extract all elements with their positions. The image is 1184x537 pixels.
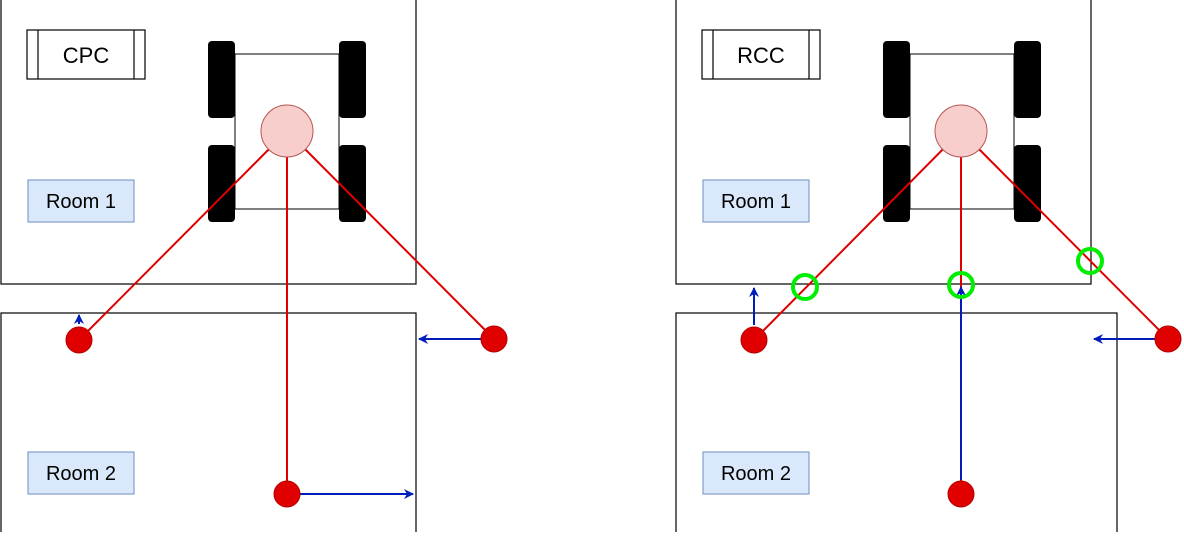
target-point-center <box>273 480 301 508</box>
method-badge-label: CPC <box>63 43 110 68</box>
robot-wheel-rear-right <box>1014 145 1041 222</box>
room-2-outline <box>0 312 417 537</box>
room-1-outline <box>675 0 1092 285</box>
intersection-marker-center <box>947 271 975 299</box>
room-1-label-text: Room 1 <box>721 191 791 213</box>
ray-left <box>78 130 288 341</box>
room-2-label: Room 2 <box>702 451 810 495</box>
room-1-label: Room 1 <box>702 179 810 223</box>
intersection-marker-right <box>1076 247 1104 275</box>
room-2-outline <box>675 312 1118 537</box>
robot-wheel-rear-left <box>208 145 235 222</box>
method-badge: RCC <box>701 29 821 80</box>
panel-cpc: CPC Room 1 Room 2 <box>0 0 508 537</box>
ray-left <box>753 130 962 341</box>
target-point-right <box>1154 325 1182 353</box>
ray-right <box>960 130 1169 340</box>
target-point-center <box>947 480 975 508</box>
robot-wheel-front-left <box>883 41 910 118</box>
robot-wheel-front-right <box>339 41 366 118</box>
room-2-label-text: Room 2 <box>46 463 116 485</box>
room-1-label-text: Room 1 <box>46 191 116 213</box>
room-2-label-text: Room 2 <box>721 463 791 485</box>
room-2-label: Room 2 <box>27 451 135 495</box>
robot-wheel-front-left <box>208 41 235 118</box>
method-badge: CPC <box>26 29 146 80</box>
robot-center <box>934 104 988 158</box>
target-point-right <box>480 325 508 353</box>
target-point-left <box>740 326 768 354</box>
target-point-left <box>65 326 93 354</box>
robot-wheel-front-right <box>1014 41 1041 118</box>
robot-wheel-rear-left <box>883 145 910 222</box>
room-1-outline <box>0 0 417 285</box>
room-1-label: Room 1 <box>27 179 135 223</box>
robot-center <box>260 104 314 158</box>
method-badge-label: RCC <box>737 43 785 68</box>
panel-rcc: RCC Room 1 Room 2 <box>675 0 1182 537</box>
robot-wheel-rear-right <box>339 145 366 222</box>
ray-right <box>286 130 495 340</box>
intersection-marker-left <box>791 273 819 301</box>
